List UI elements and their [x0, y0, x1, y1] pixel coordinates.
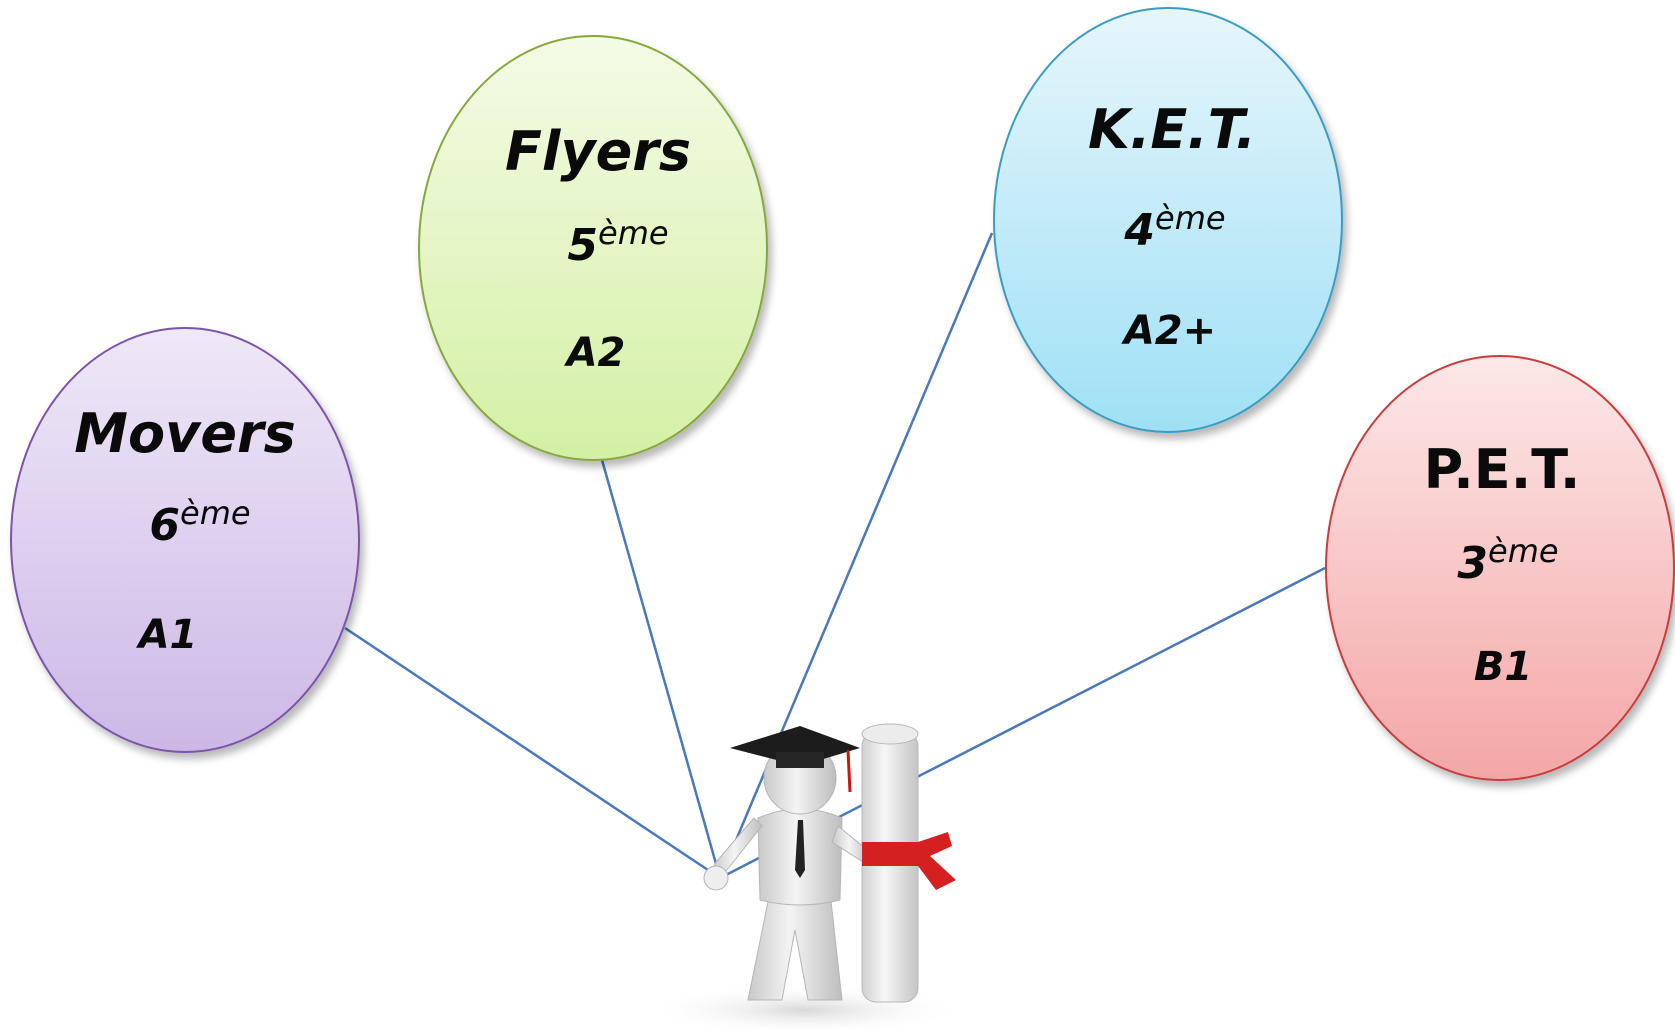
balloon-ket: K.E.T. 4ème A2+ — [993, 7, 1343, 433]
grade-flyers: 5ème — [567, 214, 668, 271]
grade-suffix-ket: ème — [1155, 199, 1226, 237]
graduate-with-diploma-icon — [645, 723, 965, 1029]
exam-name-ket: K.E.T. — [1088, 98, 1256, 161]
figure-tie — [795, 820, 805, 878]
graduation-cap-board — [730, 726, 860, 766]
balloon-movers-shape — [10, 327, 360, 753]
exam-name-movers: Movers — [74, 402, 295, 465]
balloon-flyers-shape — [418, 35, 768, 461]
diploma-ribbon — [862, 832, 956, 890]
diploma-scroll — [861, 731, 919, 1003]
balloon-ket-shape — [993, 7, 1343, 433]
level-movers: A1 — [136, 612, 198, 658]
grade-number-pet: 3 — [1457, 538, 1488, 589]
grade-movers: 6ème — [149, 494, 250, 551]
grade-ket: 4ème — [1123, 199, 1225, 256]
level-pet: B1 — [1474, 644, 1532, 690]
grade-suffix-pet: ème — [1488, 532, 1559, 570]
grade-number-movers: 6 — [149, 500, 180, 551]
string-movers — [344, 626, 721, 880]
exam-name-flyers: Flyers — [505, 120, 691, 183]
diploma-scroll-top — [861, 723, 919, 745]
grade-suffix-flyers: ème — [598, 214, 669, 252]
grade-pet: 3ème — [1457, 532, 1558, 589]
exam-name-pet: P.E.T. — [1424, 438, 1581, 501]
string-ket — [718, 232, 994, 879]
level-ket: A2+ — [1121, 308, 1216, 354]
balloon-pet: P.E.T. 3ème B1 — [1325, 355, 1675, 781]
string-flyers — [600, 459, 722, 879]
figure-legs — [747, 891, 843, 1001]
level-flyers: A2 — [564, 330, 626, 376]
grade-number-flyers: 5 — [567, 220, 598, 271]
balloon-flyers: Flyers 5ème A2 — [418, 35, 768, 461]
graduation-cap-tassel — [846, 749, 852, 793]
figure-left-hand — [703, 865, 729, 891]
balloon-pet-shape — [1325, 355, 1675, 781]
grade-number-ket: 4 — [1123, 205, 1155, 256]
grade-suffix-movers: ème — [180, 494, 251, 532]
balloon-movers: Movers 6ème A1 — [10, 327, 360, 753]
graduation-cap-base — [776, 752, 824, 768]
